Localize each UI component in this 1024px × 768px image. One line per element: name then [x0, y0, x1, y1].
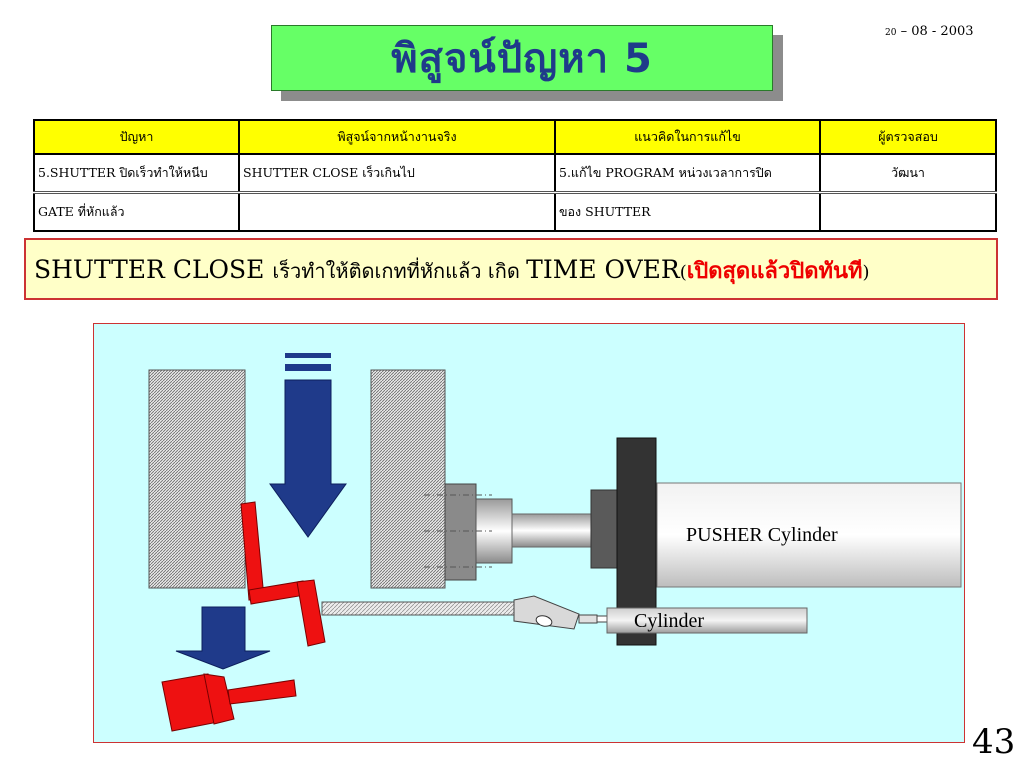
table-cell — [819, 191, 997, 232]
fallen-gate-part — [161, 673, 297, 732]
note-part-2: เร็วทำให้ติดเกทที่หักแล้ว เกิด — [272, 259, 527, 283]
shutter-cylinder — [606, 607, 808, 634]
pusher-rod — [511, 513, 593, 548]
note-part-4: ( — [679, 262, 687, 283]
slide-date: 20 – 08 - 2003 — [885, 24, 974, 39]
problem-table: ปัญหา พิสูจน์จากหน้างานจริง แนวคิดในการแ… — [33, 119, 997, 232]
table-cell: GATE ที่หักแล้ว — [33, 191, 240, 232]
pusher-collar — [590, 489, 618, 569]
left-mold-block — [148, 369, 246, 589]
note-box: SHUTTER CLOSE เร็วทำให้ติดเกทที่หักแล้ว … — [24, 238, 998, 300]
table-cell: 5.SHUTTER ปิดเร็วทำให้หนีบ — [33, 153, 240, 194]
table-cell: ของ SHUTTER — [554, 191, 821, 232]
pusher-head — [444, 483, 477, 581]
header-inspector: ผู้ตรวจสอบ — [819, 119, 997, 155]
note-part-6: ) — [862, 262, 870, 283]
pusher-cylinder — [656, 482, 962, 588]
diagram-svg: PUSHER Cylinder Cylinder — [148, 353, 962, 732]
mechanism-diagram: PUSHER Cylinder Cylinder — [93, 323, 965, 743]
broken-gate-part — [240, 501, 326, 647]
shutter-rod — [321, 601, 523, 616]
table-header-row: ปัญหา พิสูจน์จากหน้างานจริง แนวคิดในการแ… — [33, 119, 997, 155]
date-day: 20 — [885, 28, 897, 38]
title-box: พิสูจน์ปัญหา 5 — [271, 25, 773, 91]
page-number: 43 — [972, 722, 1016, 762]
table-cell: 5.แก้ไข PROGRAM หน่วงเวลาการปิด — [554, 153, 821, 194]
table-row: 5.SHUTTER ปิดเร็วทำให้หนีบ SHUTTER CLOSE… — [33, 153, 997, 194]
gate-fall-arrow-icon — [175, 606, 271, 670]
slide-title: พิสูจน์ปัญหา 5 — [391, 36, 653, 82]
header-problem: ปัญหา — [33, 119, 240, 155]
note-part-1: SHUTTER CLOSE — [34, 255, 273, 284]
pusher-cylinder-label: PUSHER Cylinder — [686, 524, 838, 546]
shutter-cylinder-label: Cylinder — [634, 610, 704, 632]
note-part-3: TIME OVER — [526, 255, 680, 284]
header-verification: พิสูจน์จากหน้างานจริง — [238, 119, 556, 155]
table-row: GATE ที่หักแล้ว ของ SHUTTER — [33, 191, 997, 232]
note-red-text: เปิดสุดแล้วปิดทันที — [686, 258, 863, 284]
right-mold-block — [370, 369, 446, 589]
shutter-down-arrow-icon — [269, 353, 347, 538]
rod-end-clevis — [513, 595, 608, 630]
table-cell — [238, 191, 556, 232]
header-solution: แนวคิดในการแก้ไข — [554, 119, 821, 155]
table-cell: วัฒนา — [819, 153, 997, 194]
table-cell: SHUTTER CLOSE เร็วเกินไป — [238, 153, 556, 194]
date-rest: – 08 - 2003 — [896, 24, 974, 39]
